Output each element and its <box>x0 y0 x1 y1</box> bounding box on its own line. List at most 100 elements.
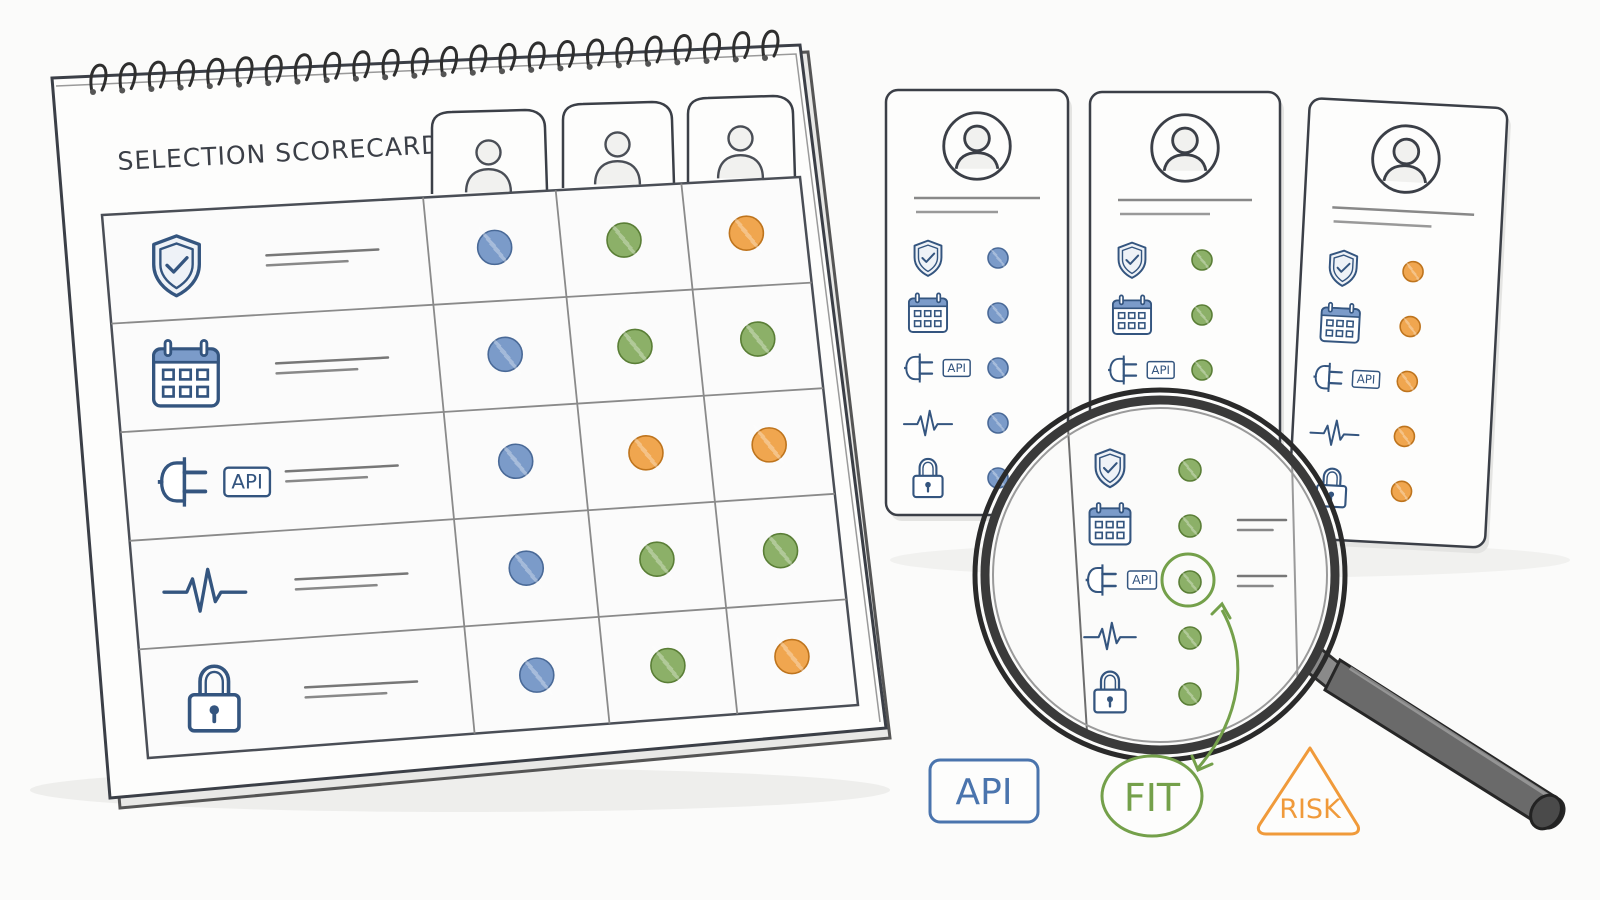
plug-api-icon: API <box>904 352 971 384</box>
punch-hole <box>586 63 593 70</box>
risk-badge-text: RISK <box>1279 794 1342 825</box>
punch-hole <box>411 72 418 79</box>
spiral-ring <box>206 57 225 88</box>
punch-hole <box>352 75 359 82</box>
lens-dot-5 <box>1178 681 1202 707</box>
spiral-ring <box>264 54 283 85</box>
punch-hole <box>528 66 535 73</box>
plug-api-icon: API <box>1312 360 1381 394</box>
card-2-dot-2 <box>1191 303 1213 327</box>
calendar-icon <box>1111 294 1153 336</box>
score-dot-r2-c1 <box>487 334 523 375</box>
punch-hole <box>615 62 622 69</box>
punch-hole <box>206 83 213 90</box>
fit-badge-text: FIT <box>1124 776 1181 820</box>
card-3-dot-5 <box>1390 479 1413 504</box>
score-dot-r5-c1 <box>518 655 555 696</box>
placeholder-text-lines <box>284 464 399 483</box>
score-dot-r4-c1 <box>508 548 545 589</box>
score-dot-r5-c3 <box>774 636 810 677</box>
lens-dot-4 <box>1178 625 1202 651</box>
score-dot-r4-c3 <box>762 530 799 571</box>
lens-dot-2 <box>1178 513 1202 539</box>
punch-hole <box>177 84 184 91</box>
placeholder-text-lines <box>274 356 390 375</box>
spiral-ring <box>673 34 692 64</box>
score-dot-r3-c2 <box>628 432 664 473</box>
placeholder-text-lines <box>265 248 380 267</box>
api-badge-text: API <box>956 772 1013 813</box>
punch-hole <box>236 81 243 88</box>
scorecard-notebook: SELECTION SCORECARD API <box>50 29 892 810</box>
punch-hole <box>382 74 389 81</box>
plug-api-icon: API <box>1085 563 1158 597</box>
placeholder-text-lines <box>294 572 409 591</box>
punch-hole <box>148 86 155 93</box>
spiral-ring <box>89 63 108 94</box>
calendar-icon <box>1319 301 1362 344</box>
score-dot-r1-c3 <box>728 213 765 254</box>
punch-hole <box>645 60 652 67</box>
spiral-ring <box>498 42 517 73</box>
spiral-ring <box>469 44 488 75</box>
spiral-ring <box>147 60 166 91</box>
card-3-dot-3 <box>1396 369 1419 394</box>
card-2-dot-1 <box>1191 248 1213 272</box>
lens-dot-1 <box>1178 457 1202 483</box>
card-1-dot-2 <box>987 301 1009 325</box>
lens-dot-3 <box>1178 569 1202 595</box>
card-3-dot-4 <box>1393 424 1416 449</box>
punch-hole <box>440 71 447 78</box>
scorecard-grid <box>111 183 847 734</box>
spiral-ring <box>527 41 546 72</box>
candidate-tab-2 <box>561 100 676 188</box>
api-icon-label: API <box>947 361 966 375</box>
punch-hole <box>762 55 768 61</box>
card-3-dot-1 <box>1402 259 1424 284</box>
score-dot-r1-c1 <box>476 227 513 268</box>
score-dot-r5-c2 <box>650 645 686 686</box>
fit-arrow <box>1196 609 1240 769</box>
card-1-dot-3 <box>987 356 1009 380</box>
score-dot-r3-c3 <box>751 424 787 465</box>
punch-hole <box>557 65 564 72</box>
candidate-tab-1 <box>430 108 549 194</box>
spiral-ring <box>440 45 459 76</box>
punch-hole <box>265 80 272 87</box>
card-3-dot-2 <box>1399 314 1421 339</box>
plug-api-icon: API <box>1108 354 1175 386</box>
score-dot-r1-c2 <box>606 220 642 261</box>
api-icon-label: API <box>1132 572 1152 587</box>
spiral-binding <box>89 29 780 95</box>
placeholder-text-lines <box>1236 518 1288 532</box>
punch-hole <box>499 68 506 75</box>
spiral-ring <box>557 40 575 70</box>
profile-card-1: API <box>884 88 1072 521</box>
score-dots <box>476 213 810 696</box>
spiral-ring <box>703 32 722 63</box>
magnifier-lens <box>980 395 1340 755</box>
spiral-ring <box>761 29 780 60</box>
score-dot-r2-c3 <box>739 318 776 360</box>
fit-badge: FIT <box>1100 754 1204 838</box>
punch-hole <box>119 87 126 94</box>
score-dot-r3-c1 <box>497 441 534 482</box>
calendar-icon <box>1088 501 1132 546</box>
spiral-ring <box>118 62 137 93</box>
punch-hole <box>674 59 681 66</box>
spiral-ring <box>410 47 429 78</box>
punch-hole <box>323 77 330 84</box>
calendar-icon <box>907 292 949 334</box>
spiral-ring <box>294 53 312 84</box>
card-1-dot-1 <box>987 246 1009 270</box>
punch-hole <box>732 56 739 63</box>
card-2-dot-3 <box>1191 358 1213 382</box>
score-dot-r4-c2 <box>639 539 675 580</box>
api-icon-label: API <box>231 470 263 494</box>
spiral-ring <box>177 59 196 90</box>
card-1-dot-4 <box>987 411 1009 435</box>
spiral-ring <box>352 50 371 81</box>
fit-highlight <box>1160 552 1240 772</box>
spiral-ring <box>732 31 751 61</box>
